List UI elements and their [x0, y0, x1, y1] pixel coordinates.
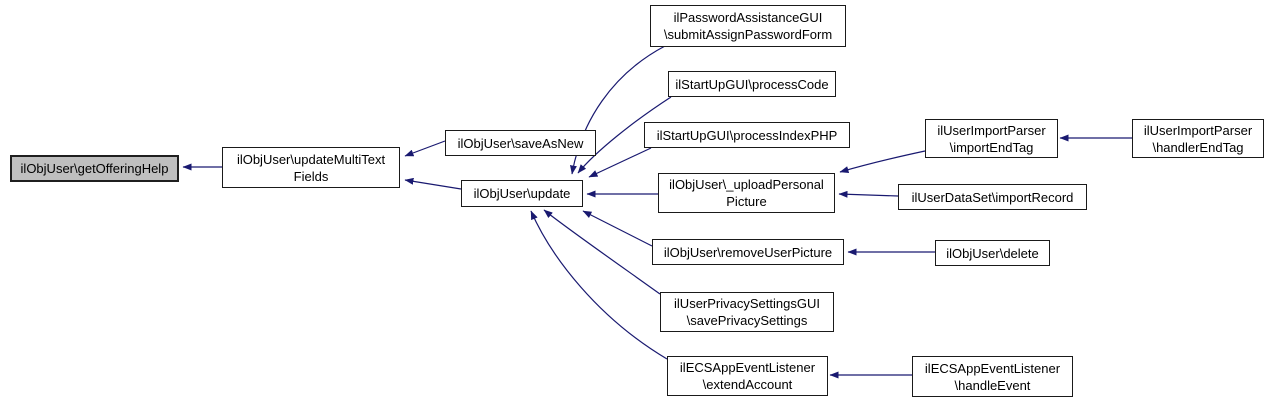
node-submitAssignPasswordForm[interactable]: ilPasswordAssistanceGUI \submitAssignPas…	[650, 5, 846, 47]
edge-processIndexPHP-to-update	[588, 147, 652, 178]
node-removeUserPicture[interactable]: ilObjUser\removeUserPicture	[652, 239, 844, 265]
edge-removeUserPicture-to-update	[582, 210, 653, 247]
edge-update-to-updateMultiTextFields	[404, 177, 462, 190]
edge-importEndTag-to-uploadPersonalPicture	[839, 150, 926, 173]
node-updateMultiTextFields[interactable]: ilObjUser\updateMultiText Fields	[222, 147, 400, 188]
node-extendAccount[interactable]: ilECSAppEventListener \extendAccount	[667, 356, 828, 396]
node-handleEvent[interactable]: ilECSAppEventListener \handleEvent	[912, 356, 1073, 397]
node-savePrivacySettings[interactable]: ilUserPrivacySettingsGUI \savePrivacySet…	[660, 292, 834, 332]
edge-savePrivacySettings-to-update	[543, 209, 661, 295]
node-update[interactable]: ilObjUser\update	[461, 180, 583, 207]
node-processIndexPHP[interactable]: ilStartUpGUI\processIndexPHP	[644, 122, 850, 148]
node-processCode[interactable]: ilStartUpGUI\processCode	[668, 71, 836, 97]
node-delete[interactable]: ilObjUser\delete	[935, 240, 1050, 266]
edge-saveAsNew-to-updateMultiTextFields	[404, 140, 446, 157]
node-importRecord[interactable]: ilUserDataSet\importRecord	[898, 184, 1087, 210]
edge-extendAccount-to-update	[530, 210, 668, 360]
edge-importRecord-to-uploadPersonalPicture	[838, 190, 899, 198]
node-uploadPersonalPicture[interactable]: ilObjUser\_uploadPersonal Picture	[658, 173, 835, 213]
node-handlerEndTag[interactable]: ilUserImportParser \handlerEndTag	[1132, 119, 1264, 158]
node-importEndTag[interactable]: ilUserImportParser \importEndTag	[925, 119, 1058, 158]
node-getOfferingHelp: ilObjUser\getOfferingHelp	[10, 155, 179, 182]
node-saveAsNew[interactable]: ilObjUser\saveAsNew	[445, 130, 596, 156]
